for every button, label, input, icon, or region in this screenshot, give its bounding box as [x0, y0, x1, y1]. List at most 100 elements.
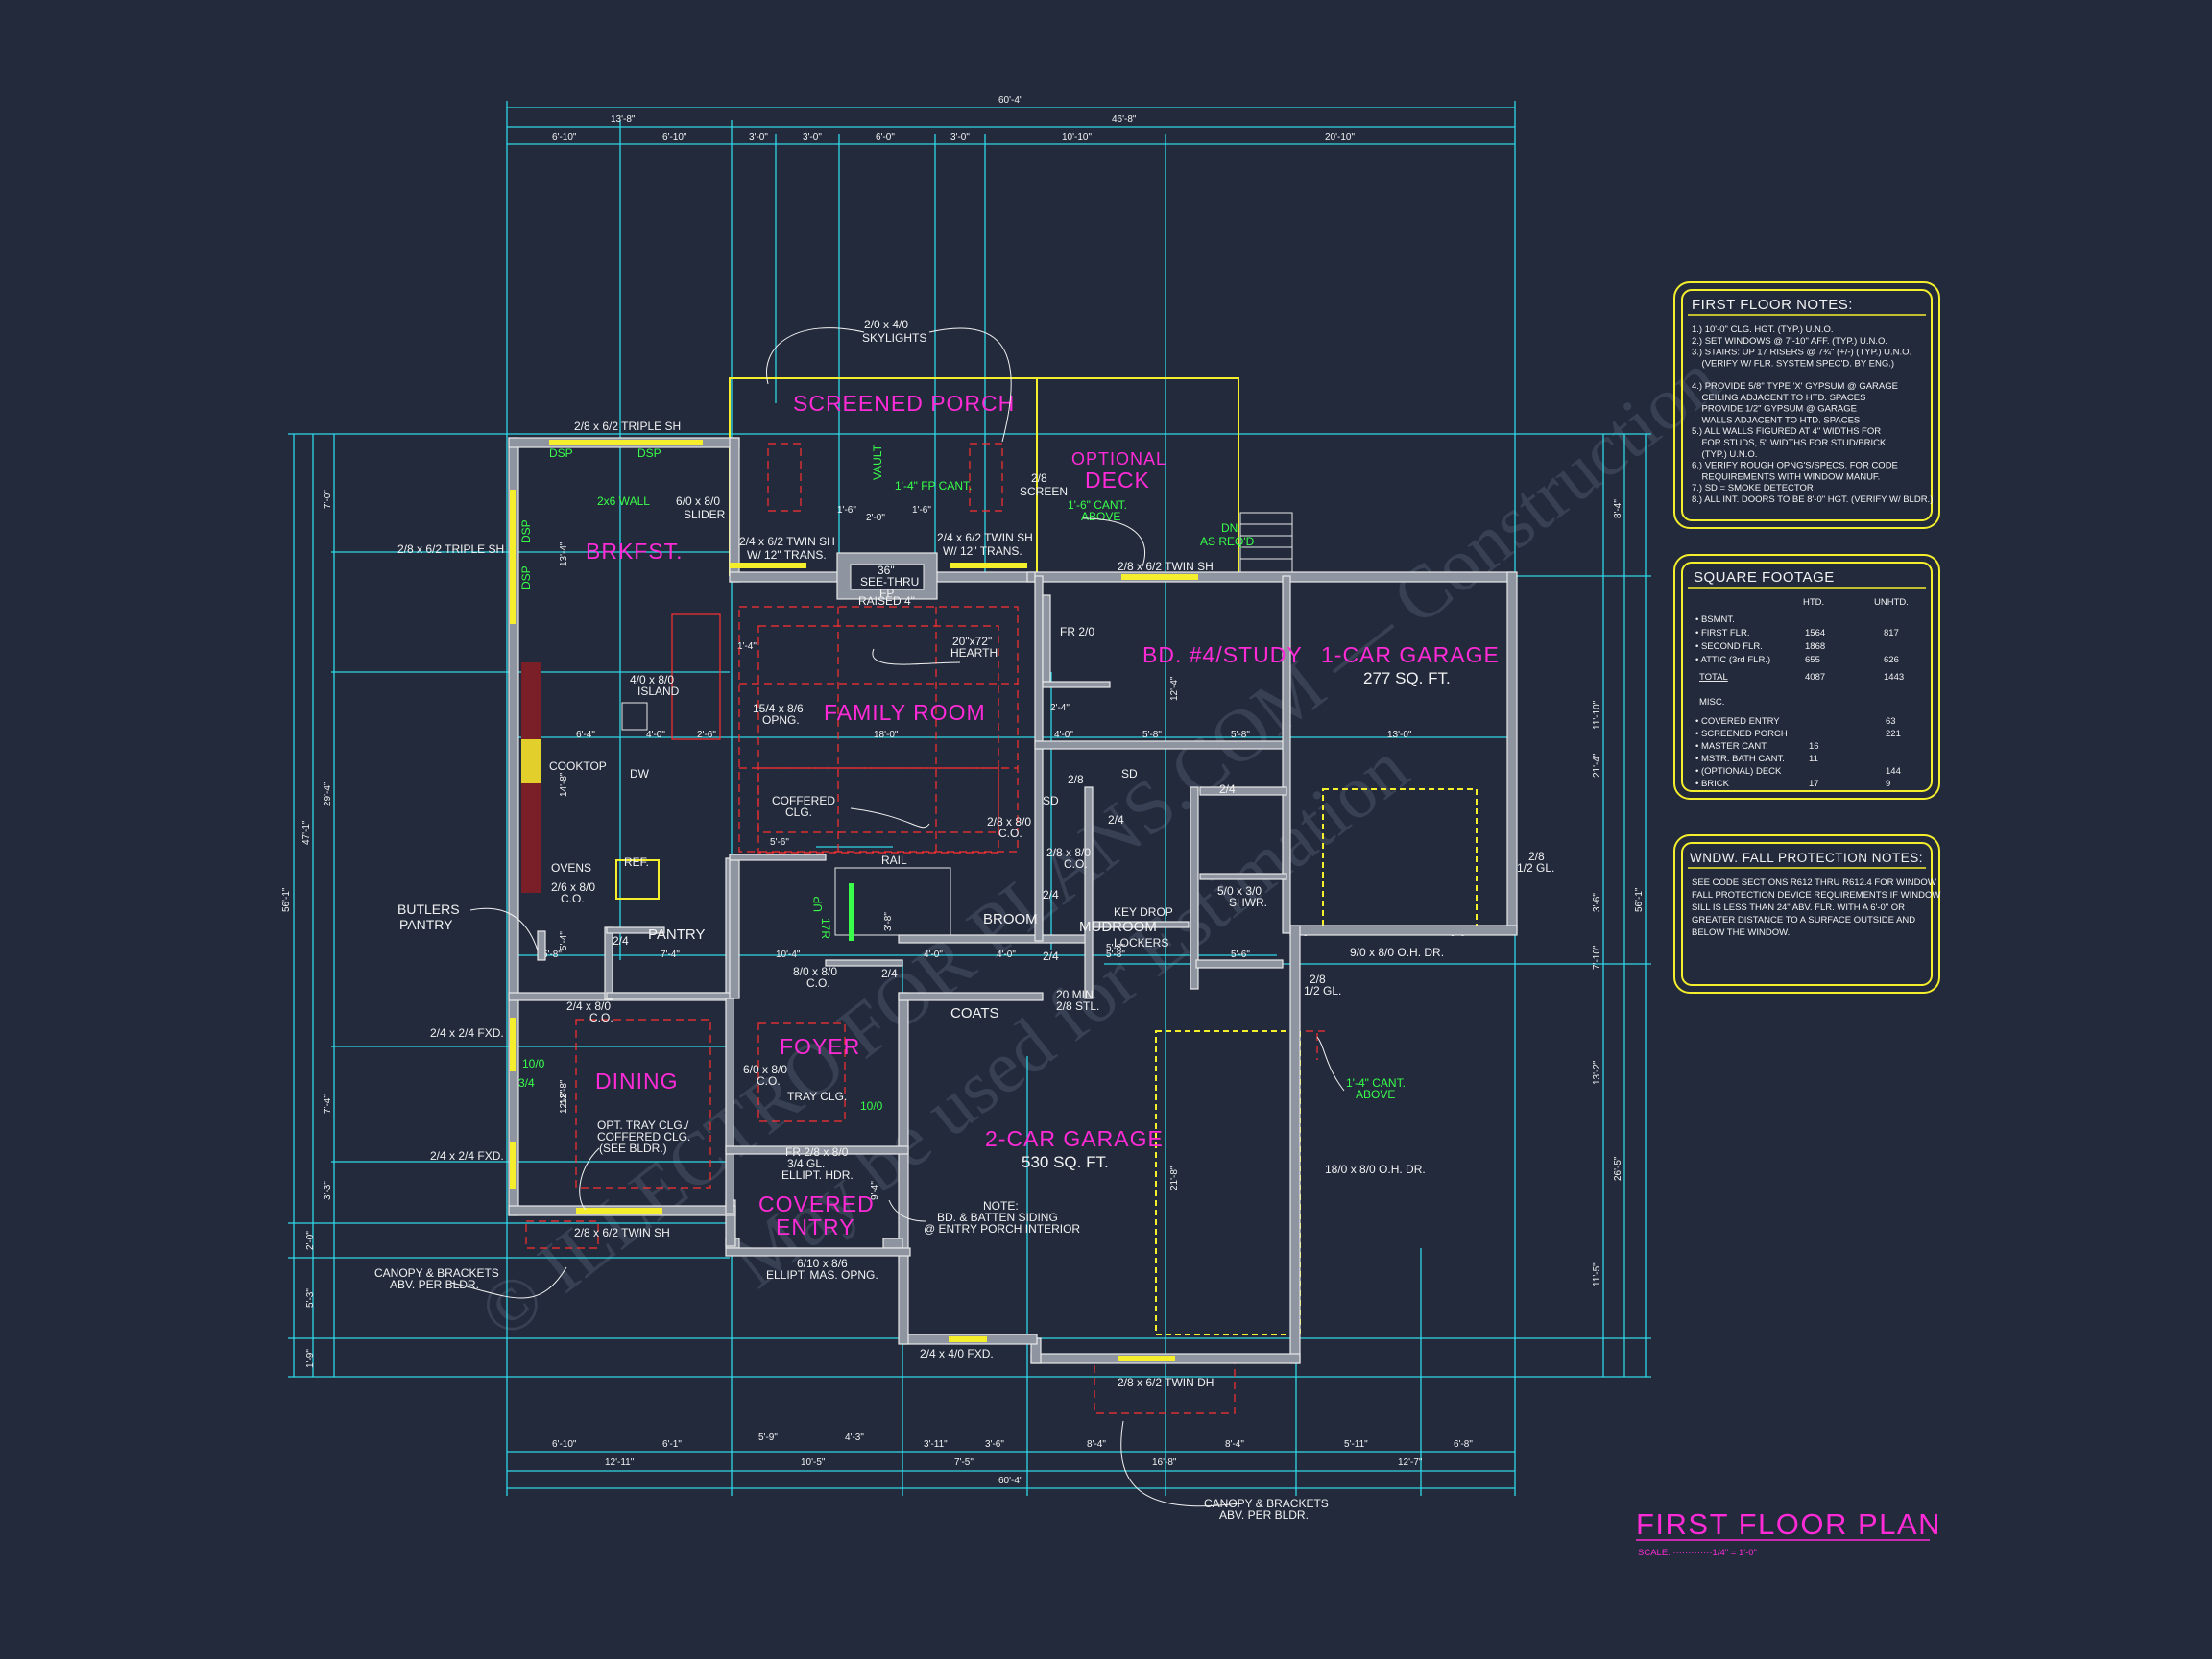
label-lockers: LOCKERS	[1114, 936, 1168, 950]
notes-line: 8.) ALL INT. DOORS TO BE 8'-0" HGT. (VER…	[1692, 494, 1933, 505]
label-fxd-1: 2/4 x 2/4 FXD.	[430, 1026, 504, 1040]
sqft-col-unhtd: UNHTD.	[1874, 597, 1909, 608]
dim-top-b: 46'-8"	[1112, 114, 1137, 125]
label-co-c-size: 2/6 x 8/0	[551, 880, 595, 894]
dim-left-h: 3'-3"	[323, 1181, 333, 1200]
room-foyer: FOYER	[780, 1034, 860, 1059]
dim-bottom-r2e: 12'-7"	[1398, 1457, 1423, 1468]
label-gl-b-size: 2/8	[1310, 973, 1326, 986]
dim-right-overall: 56'-1"	[1634, 887, 1645, 912]
dim-int-3: 2'-6"	[697, 730, 716, 740]
dim-int-5: 4'-0"	[1054, 730, 1073, 740]
dim-int-19: 4'-0"	[924, 950, 943, 960]
label-canopy-left-1: CANOPY & BRACKETS	[374, 1266, 499, 1280]
sqft-row-label: • ATTIC (3rd FLR.)	[1695, 655, 1770, 665]
dim-left-f: 12'-8"	[559, 1089, 569, 1114]
sqft-total-htd: 4087	[1805, 672, 1825, 683]
label-note-1: NOTE:	[983, 1199, 1019, 1213]
notes-line: (VERIFY W/ FLR. SYSTEM SPEC'D. BY ENG.)	[1692, 358, 1894, 369]
dim-bottom-r1d: 4'-3"	[845, 1432, 864, 1443]
label-screen: SCREEN	[1020, 485, 1068, 498]
label-raised: RAISED 4"	[858, 594, 915, 608]
dim-int-9: 2'-4"	[1050, 703, 1070, 713]
label-twin-sh-b2: W/ 12" TRANS.	[943, 544, 1022, 558]
dimension-lines	[288, 101, 1651, 1496]
dim-int-26: 3'-8"	[883, 912, 894, 931]
label-coffered-clg: CLG.	[785, 805, 812, 819]
dim-left-e: 14'-8"	[559, 772, 569, 797]
dim-top-c8: 20'-10"	[1325, 132, 1355, 143]
dim-top-c1: 6'-10"	[552, 132, 577, 143]
square-footage-table: SQUARE FOOTAGE HTD. UNHTD. • BSMNT.• FIR…	[1673, 554, 1940, 800]
label-ref: REF.	[624, 855, 649, 869]
room-screened-porch: SCREENED PORCH	[793, 391, 1015, 416]
label-opt-tray-2: COFFERED CLG.	[597, 1130, 690, 1143]
dim-int-8: 13'-0"	[1387, 730, 1412, 740]
dim-right-d: 11'-10"	[1592, 700, 1602, 730]
label-door-24a: 2/4	[1219, 782, 1236, 796]
dim-left-c: 13'-4"	[559, 541, 569, 566]
label-skylights-size: 2/0 x 4/0	[864, 318, 908, 331]
label-co-b: C.O.	[1064, 857, 1088, 871]
leader-lines	[450, 327, 1345, 1507]
notes-line: WALLS ADJACENT TO HTD. SPACES	[1692, 415, 1860, 425]
label-island-size: 4/0 x 8/0	[630, 673, 674, 686]
sqft-misc-unhtd: 144	[1886, 766, 1901, 777]
dim-int-10: 5'-6"	[770, 837, 789, 848]
dim-top-c3: 3'-0"	[749, 132, 768, 143]
dim-right-b: 21'-4"	[1592, 753, 1602, 778]
label-oh-dr-2: 18/0 x 8/0 O.H. DR.	[1325, 1163, 1426, 1176]
label-fr: FR 2/0	[1060, 625, 1094, 638]
label-3-4: 3/4	[518, 1076, 535, 1090]
first-floor-notes: FIRST FLOOR NOTES: 1.) 10'-0" CLG. HGT. …	[1673, 281, 1940, 529]
dim-bottom-r2b: 10'-5"	[801, 1457, 826, 1468]
sqft-misc-label: • MASTER CANT.	[1695, 741, 1768, 752]
dim-int-2: 4'-0"	[646, 730, 665, 740]
dim-left-b: 29'-4"	[323, 781, 333, 806]
dim-bottom-r1a: 6'-10"	[552, 1439, 577, 1450]
dim-top-c6: 3'-0"	[950, 132, 970, 143]
label-17r: 17R	[819, 918, 832, 939]
dim-int-28: 12'-8"	[559, 1079, 569, 1104]
dim-right-h: 11'-5"	[1592, 1262, 1602, 1286]
sqft-total-label: TOTAL	[1699, 672, 1728, 683]
dim-int-13: 1'-6"	[912, 505, 931, 516]
fall-line: SILL IS LESS THAN 24" ABV. FLR. WITH A 6…	[1692, 902, 1905, 913]
label-rail: RAIL	[881, 854, 907, 867]
dim-int-4: 18'-0"	[874, 730, 899, 740]
dim-top-c2: 6'-10"	[662, 132, 687, 143]
notes-line: PROVIDE 1/2" GYPSUM @ GARAGE	[1692, 404, 1857, 415]
label-co-d-size: 8/0 x 8/0	[793, 965, 837, 978]
label-opng: OPNG.	[762, 713, 800, 727]
label-1010-a: 10/0	[522, 1057, 545, 1070]
label-co-a-size: 2/8 x 8/0	[987, 815, 1031, 829]
label-sd-2: SD	[1043, 794, 1059, 807]
room-garage-1: 1-CAR GARAGE	[1321, 642, 1500, 667]
fall-line: SEE CODE SECTIONS R612 THRU R612.4 FOR W…	[1692, 878, 1936, 888]
label-co-f-size: 6/0 x 8/0	[743, 1063, 787, 1076]
room-garage-1-sqft: 277 SQ. FT.	[1363, 669, 1451, 687]
dim-int-7: 5'-8"	[1231, 730, 1250, 740]
dim-bottom-overall: 60'-4"	[998, 1476, 1023, 1486]
notes-line: 3.) STAIRS: UP 17 RISERS @ 7¾" (+/-) (TY…	[1692, 348, 1911, 358]
room-butlers: BUTLERS	[397, 902, 460, 917]
dim-top-c5: 6'-0"	[876, 132, 895, 143]
label-canopy-left-2: ABV. PER BLDR.	[390, 1278, 479, 1291]
dim-top-c4: 3'-0"	[803, 132, 822, 143]
sqft-misc-unhtd: 221	[1886, 729, 1901, 739]
sqft-misc-label: • (OPTIONAL) DECK	[1695, 766, 1782, 777]
dim-bottom-r2a: 12'-11"	[605, 1457, 635, 1468]
dim-bottom-r1g: 8'-4"	[1087, 1439, 1106, 1450]
label-shwr: SHWR.	[1229, 896, 1267, 909]
label-as-reqd: AS REQ'D	[1200, 535, 1255, 548]
label-triple-sh-left: 2/8 x 6/2 TRIPLE SH	[397, 542, 504, 556]
label-door-24f: 2/4	[613, 934, 629, 948]
dim-bottom-r1i: 5'-11"	[1344, 1439, 1368, 1450]
dim-int-16: 5'-8"	[542, 950, 562, 960]
room-mudroom: MUDROOM	[1079, 919, 1157, 935]
label-key-drop: KEY DROP	[1114, 905, 1173, 919]
label-tray-clg: TRAY CLG.	[787, 1090, 847, 1103]
dim-bottom-r1h: 8'-4"	[1225, 1439, 1244, 1450]
fall-protection-notes: WNDW. FALL PROTECTION NOTES: SEE CODE SE…	[1673, 834, 1940, 994]
